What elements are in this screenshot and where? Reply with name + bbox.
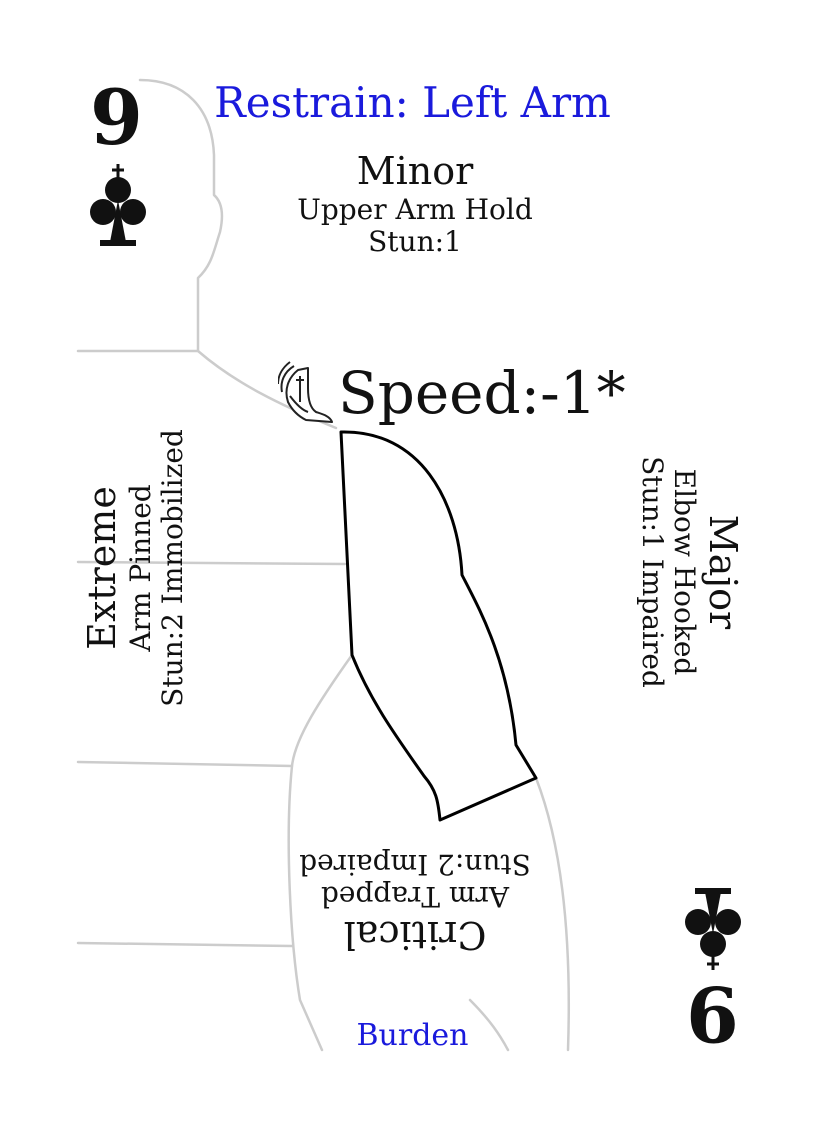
major-level: Major	[701, 514, 746, 630]
club-icon	[88, 162, 148, 254]
lower-curve	[468, 998, 510, 1052]
extreme-effect: Arm Pinned	[123, 484, 157, 652]
minor-stun: Stun:1	[368, 224, 462, 258]
outer-body-line	[534, 776, 571, 1052]
major-stun: Stun:1 Impaired	[636, 456, 670, 688]
extreme-stun: Stun:2 Immobilized	[155, 429, 189, 707]
rank-top-left: 9	[90, 73, 143, 162]
critical-effect: Arm Trapped	[320, 880, 510, 914]
extreme-level: Extreme	[79, 486, 124, 650]
waist-line	[76, 760, 294, 768]
critical-block: Critical Arm Trapped Stun:2 Impaired	[215, 848, 615, 958]
chest-line	[76, 560, 347, 566]
inner-arm-line	[287, 653, 354, 1052]
critical-stun: Stun:2 Impaired	[299, 848, 531, 882]
minor-block: Minor Upper Arm Hold Stun:1	[215, 149, 615, 258]
critical-level: Critical	[343, 913, 487, 958]
speed-label: Speed:-1*	[338, 359, 626, 427]
minor-level: Minor	[356, 149, 474, 193]
card-title: Restrain: Left Arm	[214, 78, 611, 127]
major-block: Major Elbow Hooked Stun:1 Impaired	[636, 392, 746, 752]
speed-row: Speed:-1*	[277, 358, 626, 428]
major-effect: Elbow Hooked	[668, 468, 702, 676]
club-icon	[683, 880, 743, 972]
minor-effect: Upper Arm Hold	[297, 192, 533, 226]
burden-label: Burden	[356, 1018, 469, 1053]
winged-boot-icon	[277, 358, 334, 428]
extreme-block: Extreme Arm Pinned Stun:2 Immobilized	[79, 388, 189, 748]
left-arm-highlight	[339, 430, 538, 822]
head-outline	[138, 78, 224, 352]
hip-line	[76, 941, 294, 948]
